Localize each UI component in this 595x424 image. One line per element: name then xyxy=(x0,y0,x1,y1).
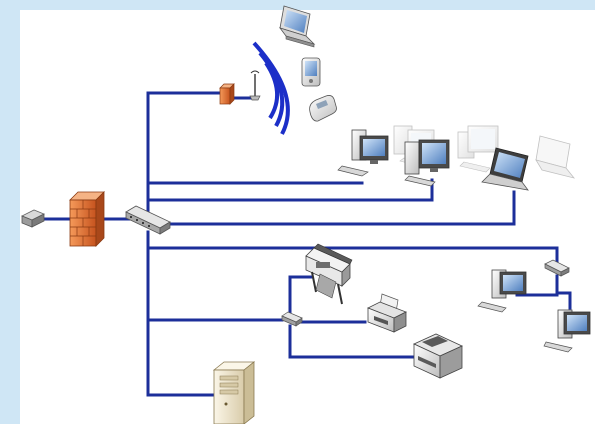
cable-desktop-2 xyxy=(146,178,434,202)
hub-icon xyxy=(281,311,303,327)
desktop-pc-icon xyxy=(477,269,527,313)
pda-icon xyxy=(301,57,321,87)
cable-remote-pc-2 xyxy=(555,274,572,310)
wireless-signal xyxy=(252,41,290,135)
cell-phone-icon xyxy=(309,95,337,122)
cable-laptop-wired xyxy=(163,190,516,226)
cable-hub-fax xyxy=(288,324,420,359)
remote-switch-icon xyxy=(544,259,570,277)
printer-icon xyxy=(367,293,407,333)
desktop-pc-icon xyxy=(404,139,450,187)
cables xyxy=(38,91,572,397)
wireless-wave-3 xyxy=(252,41,290,135)
fax-copier-icon xyxy=(413,333,463,379)
core-switch-icon xyxy=(125,205,171,235)
cable-remote-switch xyxy=(146,246,559,264)
laptop-faded-icon xyxy=(535,135,576,179)
modem-icon xyxy=(21,209,45,228)
cable-switch-ap xyxy=(146,91,224,214)
plotter-icon xyxy=(305,243,353,305)
wireless-access-point-icon xyxy=(219,83,235,105)
laptop-wireless-icon xyxy=(278,5,316,48)
firewall-icon xyxy=(69,191,105,247)
cable-hub-plotter xyxy=(288,275,314,318)
desktop-pc-icon xyxy=(337,129,389,177)
desktop-pc-icon xyxy=(543,309,591,353)
desktop-pc-faded-icon xyxy=(457,125,499,173)
server-tower-icon xyxy=(212,361,256,424)
laptop-icon xyxy=(481,147,529,191)
antenna-icon xyxy=(249,70,261,101)
cable-backbone xyxy=(146,230,217,397)
